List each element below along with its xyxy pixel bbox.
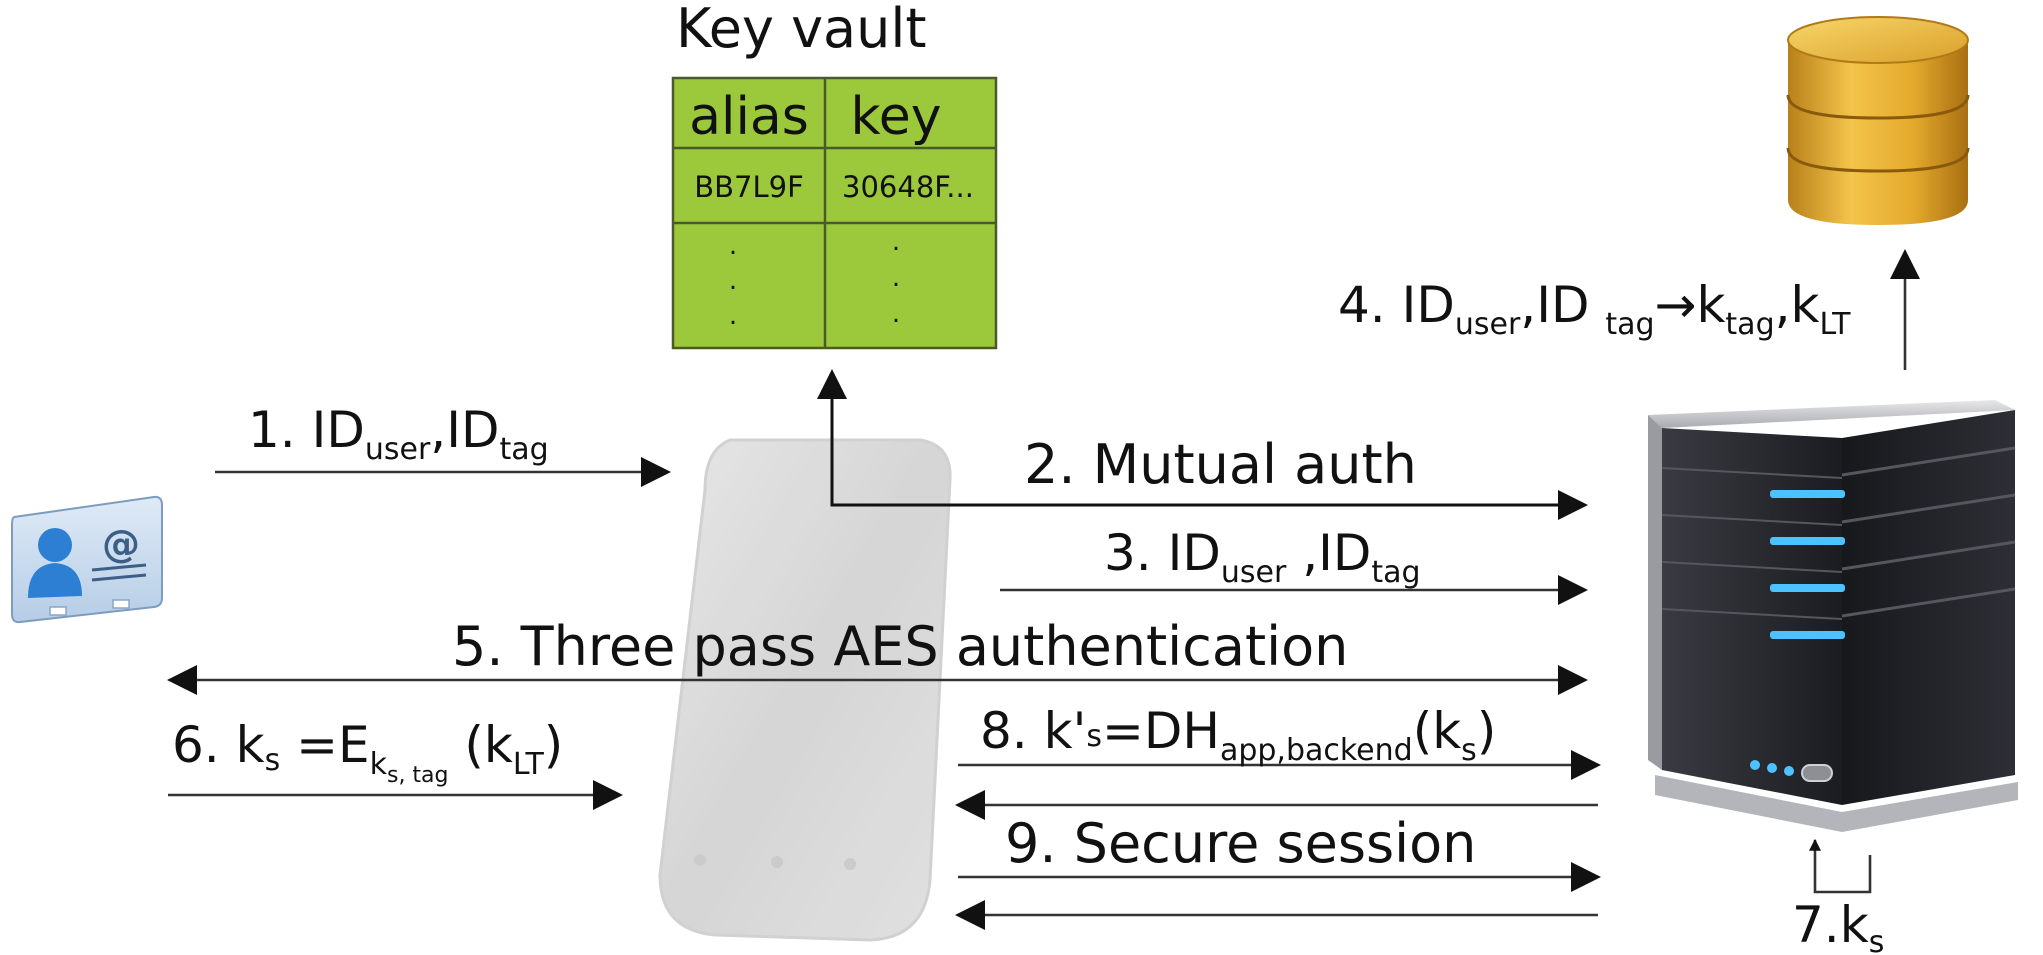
step-7-label: 7.ks [1792, 896, 1884, 955]
vault-dot: . [729, 301, 737, 331]
arrows [167, 249, 1920, 930]
contact-card-icon: @ [11, 495, 163, 624]
step-2-label: 2. Mutual auth [1024, 433, 1417, 496]
arrow-step-7 [1809, 838, 1872, 894]
step-5-label: 5. Three pass AES authentication [452, 615, 1348, 678]
step-8-label: 8. k's=DHapp,backend(ks) [980, 702, 1496, 768]
smartphone-icon [658, 438, 952, 942]
vault-dot: . [892, 299, 900, 329]
vault-header-alias: alias [689, 87, 809, 147]
key-vault-title: Key vault [676, 0, 927, 60]
server-icon [1648, 400, 2018, 832]
vault-dot: . [729, 266, 737, 296]
database-icon [1786, 16, 1970, 225]
step-3-label: 3. IDuser ,IDtag [1104, 524, 1421, 590]
step-4-label: 4. IDuser,ID tag→ktag,kLT [1338, 276, 1851, 342]
vault-dot: . [892, 263, 900, 293]
vault-cell-key: 30648F... [842, 170, 974, 204]
vault-dot: . [892, 227, 900, 257]
step-1-label: 1. IDuser,IDtag [248, 401, 549, 467]
key-vault-table [671, 76, 998, 350]
vault-header-key: key [850, 87, 941, 147]
svg-text:@: @ [102, 522, 140, 566]
step-6-label: 6. ks =Eks, tag (kLT) [172, 716, 563, 788]
key-vault: Key vault alias key BB7L9F 30648F... . .… [671, 0, 998, 350]
vault-cell-alias: BB7L9F [694, 170, 804, 204]
vault-dot: . [729, 231, 737, 261]
step-9-label: 9. Secure session [1005, 812, 1476, 875]
